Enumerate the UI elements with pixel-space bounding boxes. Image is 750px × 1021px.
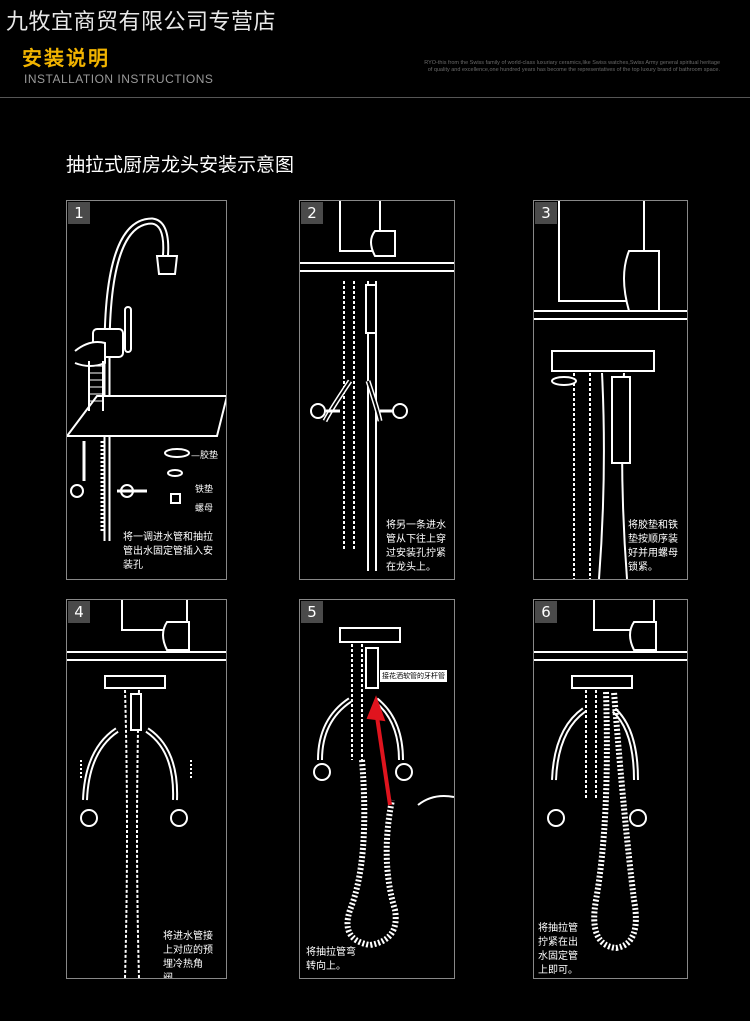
step-4-number: 4 bbox=[68, 601, 90, 623]
step-1-number: 1 bbox=[68, 202, 90, 224]
step-5-panel: 5 接花洒软管的牙杆管 将抽拉管弯转向上。 bbox=[299, 599, 455, 979]
step-2-illustration bbox=[300, 201, 454, 571]
section-subtitle: INSTALLATION INSTRUCTIONS bbox=[24, 72, 214, 86]
step-1-panel: 1 —胶垫 铁垫 螺母 将一调进水管和抽拉管出水固定管插入安装孔 bbox=[66, 200, 227, 580]
step-6-illustration bbox=[534, 600, 687, 952]
step-1-illustration bbox=[67, 217, 226, 541]
section-title: 安装说明 bbox=[22, 46, 110, 70]
step-4-panel: 4 将进水管接上对应的预埋冷热角阀。 bbox=[66, 599, 227, 979]
header-divider bbox=[0, 97, 750, 98]
step-1-part-gasket: —胶垫 bbox=[191, 451, 219, 461]
diagram-title: 抽拉式厨房龙头安装示意图 bbox=[66, 154, 295, 176]
step-5-illustration bbox=[313, 627, 454, 949]
step-3-caption: 将胶垫和铁垫按顺序装好并用螺母锁紧。 bbox=[628, 520, 678, 573]
step-2-panel: 2 将另一条进水管从下往上穿过安装孔拧紧在龙头上。 bbox=[299, 200, 455, 580]
step-1-part-nut: 螺母 bbox=[195, 504, 214, 514]
step-3-number: 3 bbox=[535, 202, 557, 224]
step-6-caption: 将抽拉管拧紧在出水固定管上即可。 bbox=[538, 923, 578, 976]
step-6-panel: 6 将抽拉管拧紧在出水固定管上即可。 bbox=[533, 599, 688, 979]
step-2-caption: 将另一条进水管从下往上穿过安装孔拧紧在龙头上。 bbox=[386, 520, 446, 573]
step-1-caption: 将一调进水管和抽拉管出水固定管插入安装孔 bbox=[123, 532, 213, 571]
shop-name: 九牧宜商贸有限公司专营店 bbox=[6, 10, 277, 35]
english-blurb: RYO-this from the Swiss family of world-… bbox=[424, 60, 720, 73]
step-4-caption: 将进水管接上对应的预埋冷热角阀。 bbox=[163, 931, 213, 979]
step-3-illustration bbox=[534, 201, 687, 579]
step-5-caption: 将抽拉管弯转向上。 bbox=[306, 947, 356, 972]
step-6-number: 6 bbox=[535, 601, 557, 623]
step-1-part-iron-washer: 铁垫 bbox=[195, 485, 214, 495]
step-5-tag: 接花洒软管的牙杆管 bbox=[380, 670, 447, 682]
step-2-number: 2 bbox=[301, 202, 323, 224]
step-3-panel: 3 将胶垫和铁垫按顺序装好并用螺母锁紧。 bbox=[533, 200, 688, 580]
step-4-illustration bbox=[67, 600, 226, 978]
step-5-number: 5 bbox=[301, 601, 323, 623]
